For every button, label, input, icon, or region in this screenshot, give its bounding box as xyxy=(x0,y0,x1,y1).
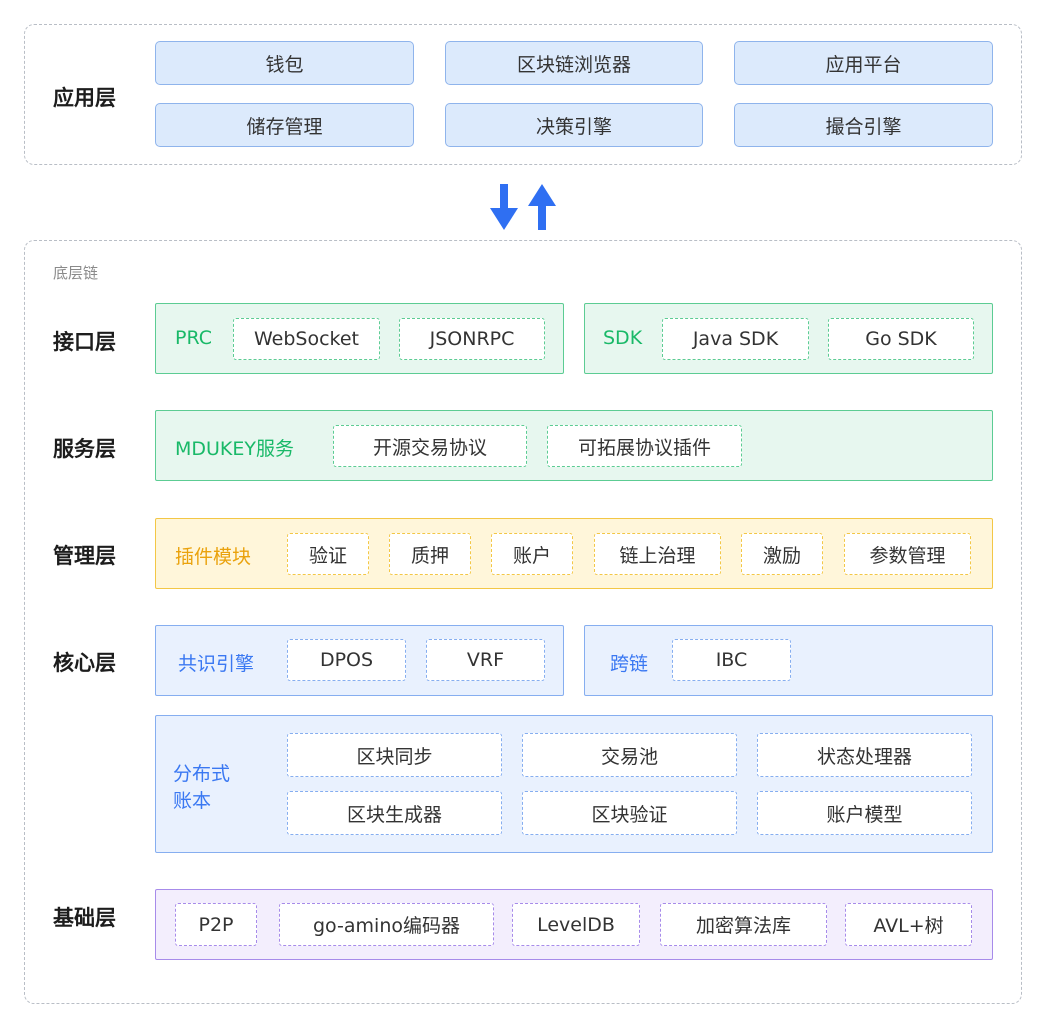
prc-title: PRC xyxy=(175,327,212,349)
service-layer-label: 服务层 xyxy=(53,437,116,461)
sdk-title: SDK xyxy=(603,327,643,349)
app-item-matching-engine: 撮合引擎 xyxy=(734,103,993,147)
chip-ibc: IBC xyxy=(672,639,791,681)
app-layer-frame xyxy=(24,24,1022,165)
chip-account: 账户 xyxy=(491,533,573,575)
foundation-layer-label: 基础层 xyxy=(53,906,116,930)
chip-block-generator: 区块生成器 xyxy=(287,791,502,835)
chip-block-sync: 区块同步 xyxy=(287,733,502,777)
chip-onchain-governance: 链上治理 xyxy=(594,533,721,575)
app-item-block-explorer: 区块链浏览器 xyxy=(445,41,703,85)
core-layer-label: 核心层 xyxy=(53,651,116,675)
chip-dpos: DPOS xyxy=(287,639,406,681)
interface-layer-label: 接口层 xyxy=(53,330,116,354)
chip-account-model: 账户模型 xyxy=(757,791,972,835)
chip-avl-tree: AVL+树 xyxy=(845,903,972,946)
management-layer-label: 管理层 xyxy=(53,544,116,568)
base-chain-label: 底层链 xyxy=(53,264,99,282)
chip-jsonrpc: JSONRPC xyxy=(399,318,545,360)
service-title: MDUKEY服务 xyxy=(175,438,295,460)
app-item-wallet: 钱包 xyxy=(155,41,414,85)
app-item-decision-engine: 决策引擎 xyxy=(445,103,703,147)
arrow-up-icon xyxy=(528,184,556,230)
management-title: 插件模块 xyxy=(175,546,252,568)
ledger-title-line2: 账本 xyxy=(173,790,212,812)
chip-verify: 验证 xyxy=(287,533,369,575)
app-layer-label: 应用层 xyxy=(53,86,116,110)
chip-parameter-management: 参数管理 xyxy=(844,533,971,575)
chip-go-sdk: Go SDK xyxy=(828,318,974,360)
chip-state-processor: 状态处理器 xyxy=(757,733,972,777)
chip-tx-pool: 交易池 xyxy=(522,733,737,777)
chip-java-sdk: Java SDK xyxy=(662,318,809,360)
chip-open-trade-protocol: 开源交易协议 xyxy=(333,425,527,467)
chip-incentive: 激励 xyxy=(741,533,823,575)
chip-websocket: WebSocket xyxy=(233,318,380,360)
chip-p2p: P2P xyxy=(175,903,257,946)
chip-go-amino-encoder: go-amino编码器 xyxy=(279,903,494,946)
chip-staking: 质押 xyxy=(389,533,471,575)
app-item-storage-management: 储存管理 xyxy=(155,103,414,147)
base-chain-frame xyxy=(24,240,1022,1004)
arrow-down-icon xyxy=(490,184,518,230)
chip-block-validation: 区块验证 xyxy=(522,791,737,835)
chip-vrf: VRF xyxy=(426,639,545,681)
chip-crypto-library: 加密算法库 xyxy=(660,903,827,946)
chip-extensible-protocol-plugin: 可拓展协议插件 xyxy=(547,425,742,467)
consensus-title: 共识引擎 xyxy=(178,653,255,675)
crosschain-title: 跨链 xyxy=(610,653,649,675)
app-item-app-platform: 应用平台 xyxy=(734,41,993,85)
ledger-title-line1: 分布式 xyxy=(173,763,231,785)
chip-leveldb: LevelDB xyxy=(512,903,640,946)
